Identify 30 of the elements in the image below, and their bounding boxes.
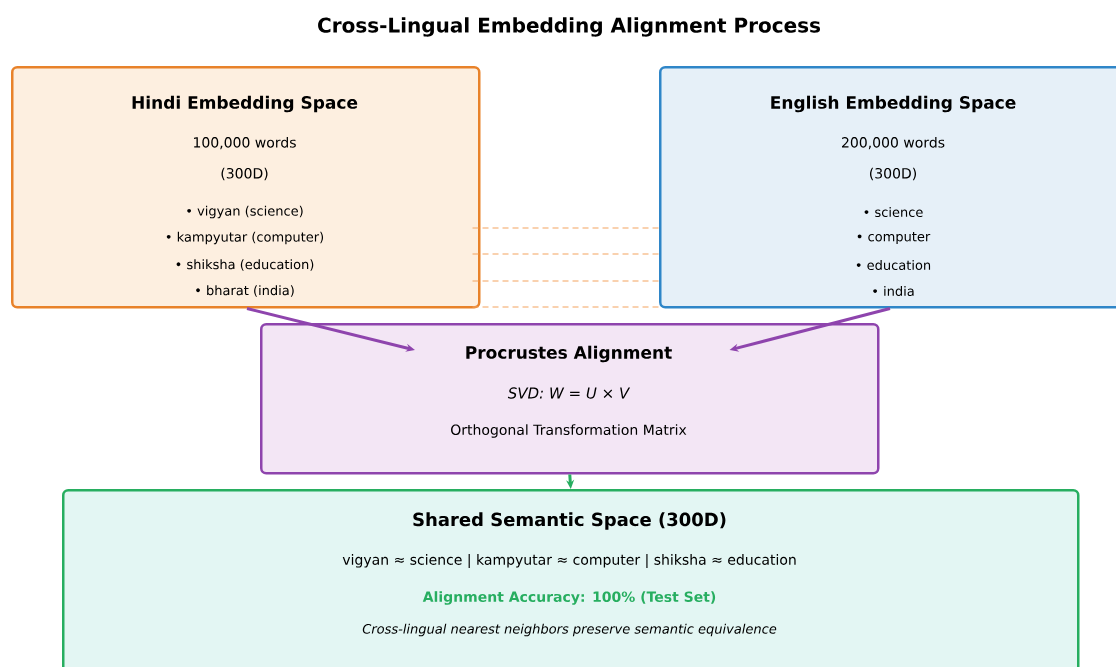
list-item: • computer: [857, 232, 931, 244]
box-heading: Procrustes Alignment: [466, 345, 672, 363]
dashed-line: [471, 253, 660, 255]
list-item: • kampyutar (computer): [166, 231, 324, 245]
box-text: vigyan ≈ science | kampyutar ≈ computer | shiksha ≈ education: [342, 554, 796, 568]
embedding-space-box: [11, 66, 481, 309]
formula-text: SVD: W = U × V: [507, 387, 631, 399]
box-heading: Shared Semantic Space (300D): [413, 512, 726, 530]
list-item: • shiksha (education): [176, 259, 314, 271]
box-text: Orthogonal Transformation Matrix: [451, 424, 687, 438]
dashed-line: [471, 227, 660, 229]
box-text: 200,000 words: [842, 136, 945, 150]
box-heading: English Embedding Space: [771, 95, 1016, 113]
diagram-title: Cross-Lingual Embedding Alignment Process: [318, 17, 820, 37]
dashed-line: [471, 280, 660, 282]
box-heading: Hindi Embedding Space: [132, 95, 358, 113]
list-item: • india: [873, 285, 914, 297]
box-text: Cross-lingual nearest neighbors preserve semantic equivalence: [362, 623, 777, 637]
list-item: • vigyan (science): [187, 205, 303, 219]
box-text: 100,000 words: [194, 136, 296, 150]
accuracy-text: Alignment Accuracy: 100% (Test Set): [422, 591, 716, 605]
alignment-box: [260, 323, 880, 475]
list-item: • bharat (india): [196, 285, 294, 297]
embedding-space-box: [659, 66, 1116, 309]
list-item: • education: [856, 259, 931, 271]
dashed-line: [471, 306, 660, 308]
shared-space-box: [62, 489, 1080, 667]
box-text: (300D): [221, 167, 268, 181]
box-text: (300D): [870, 167, 916, 181]
list-item: • science: [864, 206, 923, 218]
